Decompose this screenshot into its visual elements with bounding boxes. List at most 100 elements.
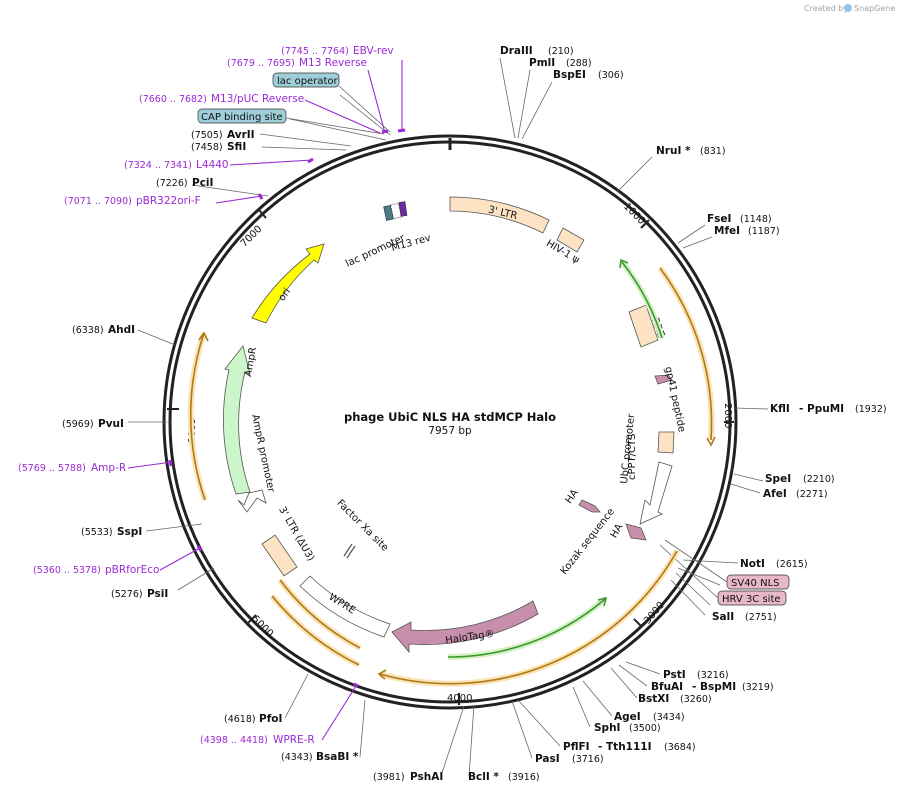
enzyme-coord: (7458) (191, 142, 223, 153)
enzyme-name: SspI (117, 526, 142, 538)
sv40-nls-label: SV40 NLS (731, 578, 780, 589)
orf-arrows (187, 266, 716, 687)
primer-name: EBV-rev (353, 45, 394, 57)
enzyme-coord: (3916) (508, 772, 540, 783)
enzyme-coord: (3684) (664, 742, 696, 753)
enzyme-coord: (1187) (748, 226, 780, 237)
enzyme-coord: (306) (598, 70, 624, 81)
plasmid-name: phage UbiC NLS HA stdMCP Halo (344, 410, 556, 424)
ampr-promoter-feature (237, 489, 267, 513)
enzyme-labels: DraIII (210) PmlI (288) BspEI (306) NruI… (62, 45, 887, 783)
enzyme-name: SphI (594, 722, 620, 734)
enzyme-coord: (2210) (803, 474, 835, 485)
plasmid-size: 7957 bp (428, 425, 472, 437)
enzyme-coord: (2615) (776, 559, 808, 570)
enzyme-name-2: - Tth111I (598, 741, 652, 753)
enzyme-coord: (2751) (745, 612, 777, 623)
enzyme-name: PstI (663, 669, 686, 681)
enzyme-name: MfeI (714, 225, 740, 237)
enzyme-name: BspEI (553, 69, 586, 81)
enzyme-coord: (3434) (653, 712, 685, 723)
enzyme-coord: (3716) (572, 754, 604, 765)
primer-name: M13 Reverse (299, 57, 367, 69)
enzyme-name-2: - BspMI (692, 681, 736, 693)
lac-operator-box (272, 72, 340, 88)
enzyme-name: SalI (712, 611, 734, 623)
ampr-label: AmpR (243, 346, 259, 377)
enzyme-coord: (3219) (742, 682, 774, 693)
primer-leaders (127, 60, 403, 741)
rre-feature (628, 304, 659, 348)
enzyme-coord: (7505) (191, 130, 223, 141)
enzyme-name: DraIII (500, 45, 533, 57)
tick-label: 4000 (447, 693, 472, 704)
ha-label: HA (564, 488, 581, 506)
primer-coord: (4398 .. 4418) (200, 735, 268, 746)
primer-name: pBRforEco (105, 564, 159, 576)
enzyme-coord: (3216) (697, 670, 729, 681)
enzyme-coord: (4618) (224, 714, 256, 725)
primer-coord: (7745 .. 7764) (281, 46, 349, 57)
primer-name: pBR322ori-F (136, 195, 201, 207)
primer-coord: (7324 .. 7341) (124, 160, 192, 171)
enzyme-name: AfeI (763, 488, 787, 500)
enzyme-coord: (1148) (740, 214, 772, 225)
enzyme-coord: (831) (700, 146, 726, 157)
ubc-promoter-feature (639, 461, 673, 525)
enzyme-name: BstXI (638, 693, 669, 705)
halotag-feature (391, 600, 539, 654)
enzyme-name: PsiI (147, 588, 168, 600)
primer-coord: (7071 .. 7090) (64, 196, 132, 207)
snapgene-logo-icon (844, 4, 852, 12)
enzyme-coord: (288) (566, 58, 592, 69)
enzyme-name: PvuI (98, 418, 124, 430)
primer-coord: (5360 .. 5378) (33, 565, 101, 576)
factor-xa-label: Factor Xa site (334, 498, 390, 554)
enzyme-leaders (128, 57, 769, 777)
enzyme-name: BsaBI * (316, 751, 359, 763)
enzyme-coord: (210) (548, 46, 574, 57)
cppt-label: cPPT/CTS (627, 434, 638, 480)
credit-text: Created by (804, 4, 848, 13)
enzyme-name: AvrII (227, 129, 255, 141)
enzyme-coord: (5276) (111, 589, 143, 600)
enzyme-name: PfoI (259, 713, 282, 725)
hiv-psi-feature (556, 227, 585, 253)
ori-feature (251, 243, 325, 324)
enzyme-coord: (2271) (796, 489, 828, 500)
ltr3-feature (449, 196, 550, 234)
enzyme-name-2: - PpuMI (799, 403, 844, 415)
kozak-label: Kozak sequence (559, 506, 617, 576)
gp41-label: gp41 peptide (662, 366, 687, 433)
enzyme-name: NruI * (656, 145, 691, 157)
enzyme-name: NotI (740, 558, 765, 570)
enzyme-coord: (6338) (72, 325, 104, 336)
ha2-feature (625, 523, 647, 541)
enzyme-name: KflI (770, 403, 790, 415)
ampr-feature (223, 345, 251, 495)
green-arrows (447, 258, 665, 661)
cppt-feature (657, 431, 675, 454)
ha2-label: HA (609, 522, 626, 540)
enzyme-name: FseI (707, 213, 731, 225)
enzyme-name: PmlI (529, 57, 555, 69)
gp41-feature (654, 374, 673, 385)
ha-feature (578, 499, 601, 513)
cap-binding-label: CAP binding site (201, 112, 283, 123)
enzyme-name: BclI * (468, 771, 499, 783)
enzyme-coord: (1932) (855, 404, 887, 415)
primer-name: WPRE-R (273, 734, 315, 746)
m13-rev-mark (398, 201, 408, 217)
enzyme-name: BfuAI (651, 681, 683, 693)
primer-labels: (7745 .. 7764) EBV-rev (7679 .. 7695) M1… (18, 45, 394, 746)
enzyme-coord: (4343) (281, 752, 313, 763)
tick-label: 7000 (239, 224, 265, 250)
hrv-3c-label: HRV 3C site (722, 594, 781, 605)
ampr-promoter-label: AmpR promoter (249, 413, 276, 494)
tick-label: 2000 (722, 403, 733, 428)
primer-name: M13/pUC Reverse (211, 93, 304, 105)
credit-brand: SnapGene (854, 4, 895, 13)
boxed-labels: lac operator CAP binding site SV40 NLS H… (197, 72, 790, 606)
primer-coord: (7660 .. 7682) (139, 94, 207, 105)
